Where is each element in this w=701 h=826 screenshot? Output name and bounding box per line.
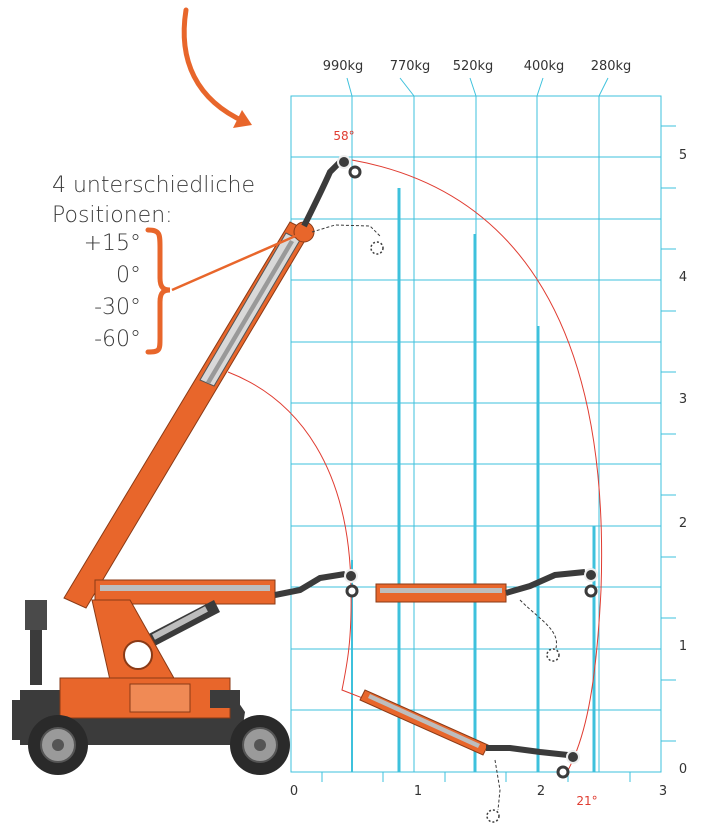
brace-icon [145, 227, 171, 355]
min-angle-label: 21° [576, 794, 597, 808]
y-tick-0: 0 [679, 762, 687, 777]
load-label-400: 400kg [524, 59, 565, 74]
position-plus-15: +15° [84, 231, 141, 256]
position-0: 0° [116, 263, 141, 288]
position-minus-30: -30° [94, 295, 141, 320]
wheel-front [28, 715, 88, 775]
max-angle-label: 58° [333, 129, 354, 143]
x-tick-1: 1 [414, 784, 422, 799]
callout-leader-line [171, 232, 301, 292]
callout-title-line1: 4 unterschiedliche [52, 173, 255, 198]
boom-raised [63, 155, 384, 609]
y-tick-5: 5 [679, 148, 687, 163]
load-capacity-lines [351, 188, 596, 772]
outer-reach-arc [351, 159, 603, 775]
load-label-280: 280kg [591, 59, 632, 74]
load-label-770: 770kg [390, 59, 431, 74]
load-label-520: 520kg [453, 59, 494, 74]
x-tick-3: 3 [659, 784, 667, 799]
load-label-990: 990kg [323, 59, 364, 74]
inner-reach-arc [227, 371, 471, 741]
reach-curves [227, 159, 603, 775]
arrow-head-icon [233, 110, 252, 128]
wheel-rear [230, 715, 290, 775]
right-scale [661, 125, 676, 742]
curved-arrow-icon [181, 7, 248, 125]
y-tick-4: 4 [679, 270, 687, 285]
load-label-leaders [346, 77, 609, 97]
y-tick-1: 1 [679, 639, 687, 654]
y-tick-2: 2 [679, 516, 687, 531]
boom-horizontal-extended [375, 568, 598, 662]
boom-lowered [359, 689, 580, 823]
y-tick-3: 3 [679, 392, 687, 407]
position-minus-60: -60° [94, 327, 141, 352]
callout-title-line2: Positionen: [52, 203, 173, 228]
x-tick-2: 2 [537, 784, 545, 799]
bottom-scale [321, 772, 631, 782]
x-tick-0: 0 [290, 784, 298, 799]
